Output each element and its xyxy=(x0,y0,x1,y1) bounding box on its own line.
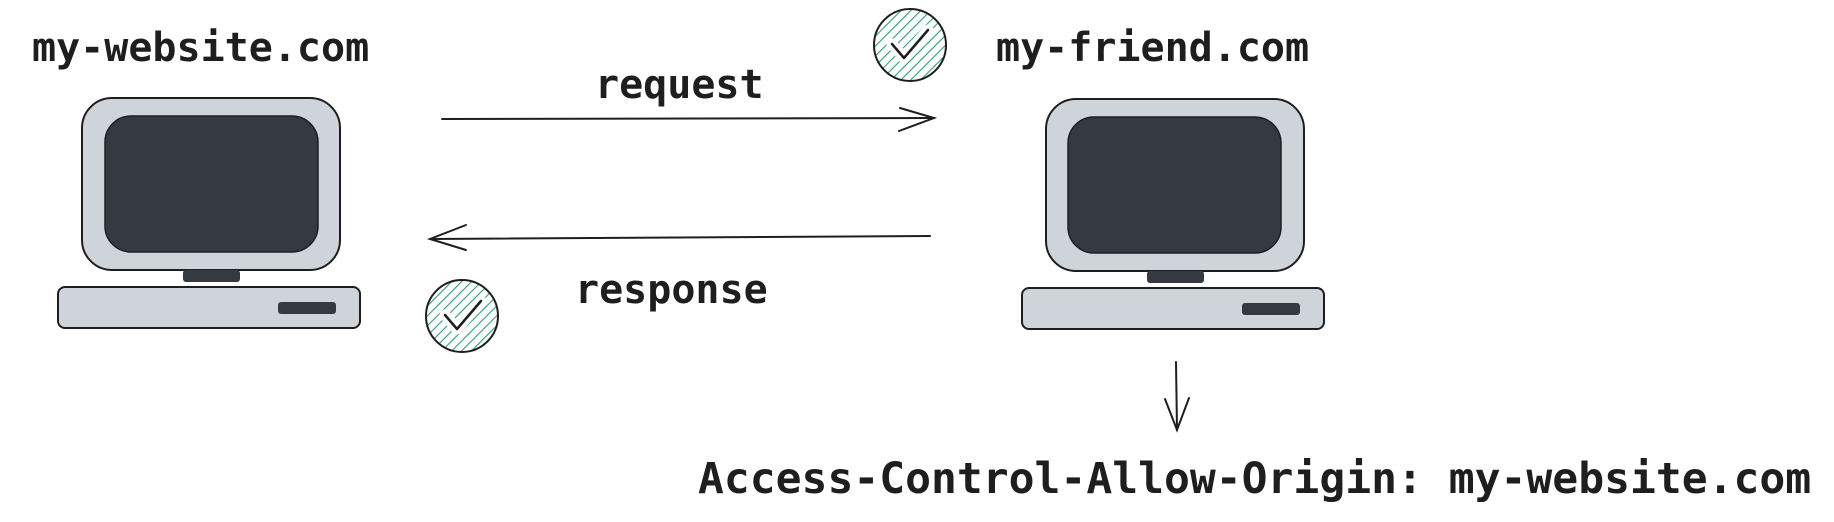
request-label: request xyxy=(595,62,764,108)
right-computer-icon xyxy=(1021,98,1325,330)
monitor-screen xyxy=(1067,116,1282,254)
monitor-stand xyxy=(183,270,240,282)
request-arrow xyxy=(441,107,938,132)
monitor-stand xyxy=(1147,271,1204,283)
check-circle-icon xyxy=(873,8,947,82)
left-computer-icon xyxy=(57,97,361,329)
drive-slot xyxy=(1242,303,1300,315)
down-arrow xyxy=(1164,361,1190,433)
response-arrow xyxy=(426,224,931,251)
left-host-label: my-website.com xyxy=(32,25,370,71)
computer-base xyxy=(57,286,361,329)
check-circle-icon xyxy=(425,279,499,353)
response-label: response xyxy=(575,267,768,313)
drive-slot xyxy=(278,302,336,314)
cors-header-label: Access-Control-Allow-Origin: my-website.… xyxy=(698,454,1812,504)
monitor-screen xyxy=(104,115,319,253)
computer-base xyxy=(1021,287,1325,330)
right-host-label: my-friend.com xyxy=(996,25,1310,71)
